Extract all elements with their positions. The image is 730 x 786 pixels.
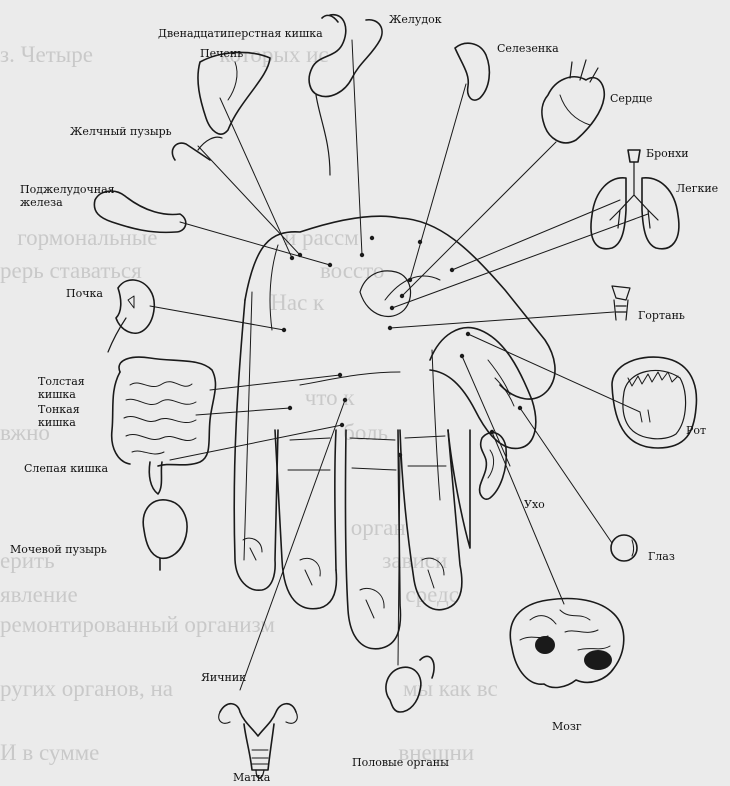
- label-kidney: Почка: [66, 287, 103, 300]
- label-heart: Сердце: [610, 92, 652, 105]
- leader-lines: [150, 40, 648, 690]
- label-genitals: Половые органы: [352, 756, 449, 769]
- label-larynx: Гортань: [638, 309, 685, 322]
- label-liver: Печень: [200, 47, 243, 60]
- label-lung: Легкие: [676, 182, 718, 195]
- label-ovary: Яичник: [201, 671, 246, 684]
- label-eye: Глаз: [648, 550, 675, 563]
- label-uterus: Матка: [233, 771, 270, 784]
- label-stomach: Желудок: [389, 13, 442, 26]
- label-pancreas: Поджелудочная железа: [20, 183, 110, 209]
- label-ear: Ухо: [524, 498, 545, 511]
- label-small-intestine: Тонкая кишка: [38, 403, 93, 429]
- label-cecum: Слепая кишка: [24, 462, 108, 475]
- label-bronchi: Бронхи: [646, 147, 689, 160]
- label-spleen: Селезенка: [497, 42, 559, 55]
- label-duodenum: Двенадцатиперстная кишка: [158, 27, 323, 40]
- hand-outline: [234, 216, 555, 649]
- label-bladder: Мочевой пузырь: [10, 543, 107, 556]
- label-gallbladder: Желчный пузырь: [70, 125, 172, 138]
- label-colon: Толстая кишка: [38, 375, 93, 401]
- label-mouth: Рот: [686, 424, 706, 437]
- label-brain: Мозг: [552, 720, 582, 733]
